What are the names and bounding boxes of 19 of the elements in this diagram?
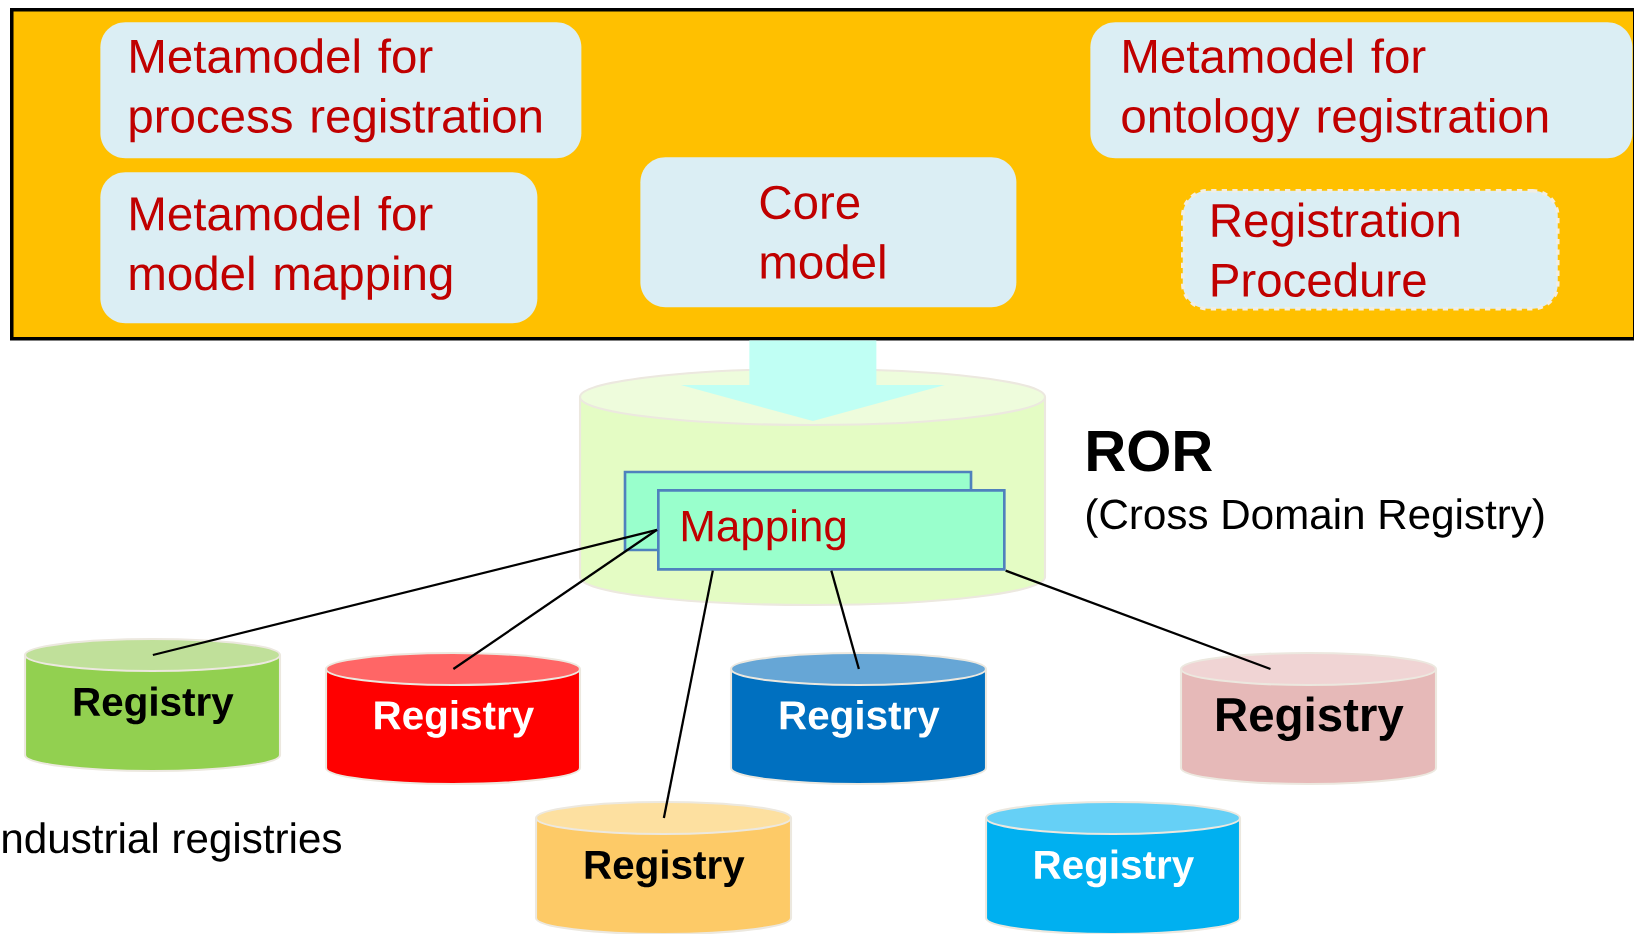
model-box: Core model — [640, 157, 1017, 308]
connector-line — [452, 528, 658, 670]
model-box: Metamodel for ontology registration — [1090, 22, 1633, 159]
registry-cylinder: Registry — [1179, 651, 1438, 786]
block-arrow — [680, 340, 945, 421]
model-box: Metamodel for model mapping — [100, 172, 538, 324]
model-box: Metamodel for process registration — [100, 22, 582, 159]
registry-cylinder: Registry — [984, 800, 1242, 934]
registry-cylinder: Registry — [729, 651, 988, 786]
procedure-box: Registration Procedure — [1181, 189, 1560, 311]
connector-line — [152, 528, 658, 657]
registry-cylinder: Registry — [23, 637, 282, 773]
subtitle: (Cross Domain Registry) — [1087, 498, 1544, 538]
connector-line — [662, 570, 714, 819]
connector-line — [1005, 569, 1271, 671]
heading: ROR — [1088, 430, 1213, 472]
group-label: ndustrial registries — [3, 822, 341, 862]
registry-cylinder: Registry — [324, 651, 582, 786]
registry-cylinder: Registry — [534, 800, 793, 934]
